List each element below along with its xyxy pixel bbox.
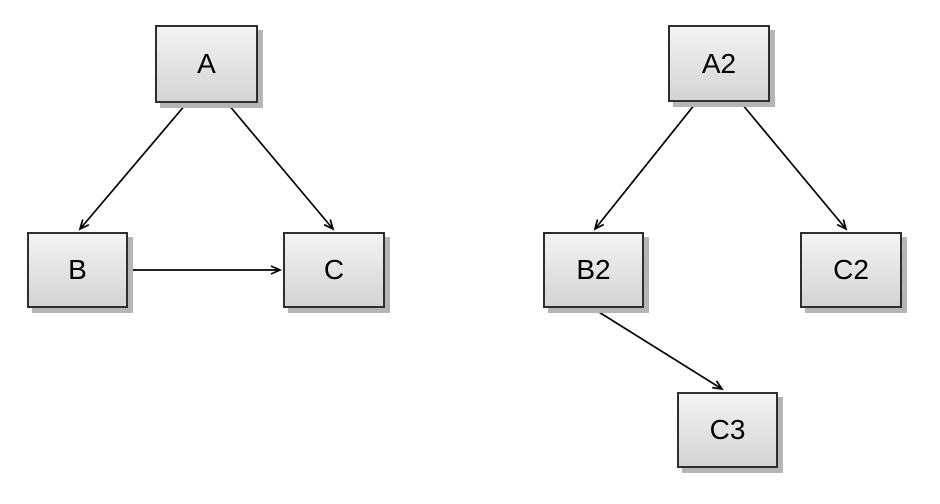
node-C2[interactable]: C2 [800, 232, 902, 308]
edge-A-C [227, 103, 335, 231]
edge-A2-C2 [741, 103, 848, 231]
node-A[interactable]: A [155, 25, 258, 103]
node-label: B2 [576, 254, 611, 285]
node-A2[interactable]: A2 [668, 25, 770, 102]
edge-A2-B2 [593, 103, 696, 231]
edge-B2-C3 [593, 308, 724, 391]
node-C[interactable]: C [283, 232, 385, 308]
edge-A-B [78, 103, 187, 231]
node-label: C2 [833, 254, 869, 285]
node-B[interactable]: B [27, 232, 128, 308]
node-B2[interactable]: B2 [543, 232, 644, 308]
node-label: A [197, 48, 216, 79]
node-label: C [323, 254, 345, 285]
node-C3[interactable]: C3 [677, 392, 778, 468]
node-label: A2 [701, 47, 737, 79]
node-label: C3 [709, 414, 746, 445]
node-label: B [68, 254, 87, 285]
